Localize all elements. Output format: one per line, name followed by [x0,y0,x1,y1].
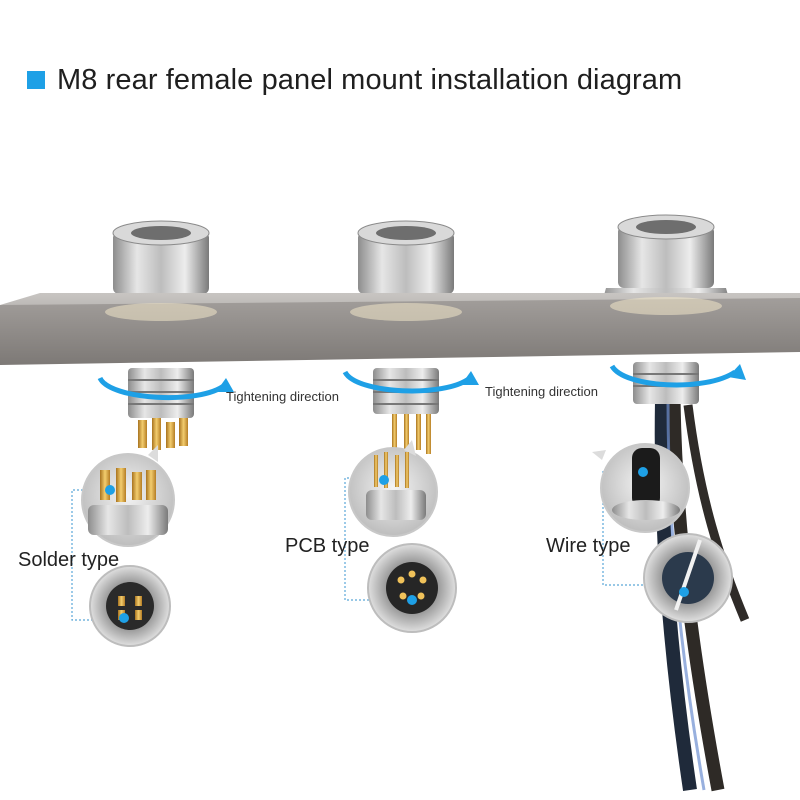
wire-zoom-circle [592,443,690,533]
tightening-label-1: Tightening direction [226,389,339,404]
solder-face-circle [89,565,171,647]
diagram-title: M8 rear female panel mount installation … [27,60,682,100]
wire-face-circle [643,533,733,623]
mounting-panel [0,293,800,365]
connector-solder-bottom [128,368,194,450]
tightening-arrow-2 [342,370,479,394]
title-text: M8 rear female panel mount installation … [57,63,683,96]
tightening-arrow-3 [609,364,746,388]
solder-zoom-circle [81,445,175,547]
solder-type-label: Solder type [18,549,119,571]
pcb-type-label: PCB type [285,535,369,557]
connector-pcb-bottom [373,368,439,454]
pcb-zoom-circle [348,440,438,537]
wire-type-label: Wire type [546,535,630,557]
pcb-face-circle [367,543,457,633]
title-bullet-icon [27,71,45,89]
tightening-arrow-1 [97,376,234,401]
tightening-label-2: Tightening direction [485,384,598,399]
